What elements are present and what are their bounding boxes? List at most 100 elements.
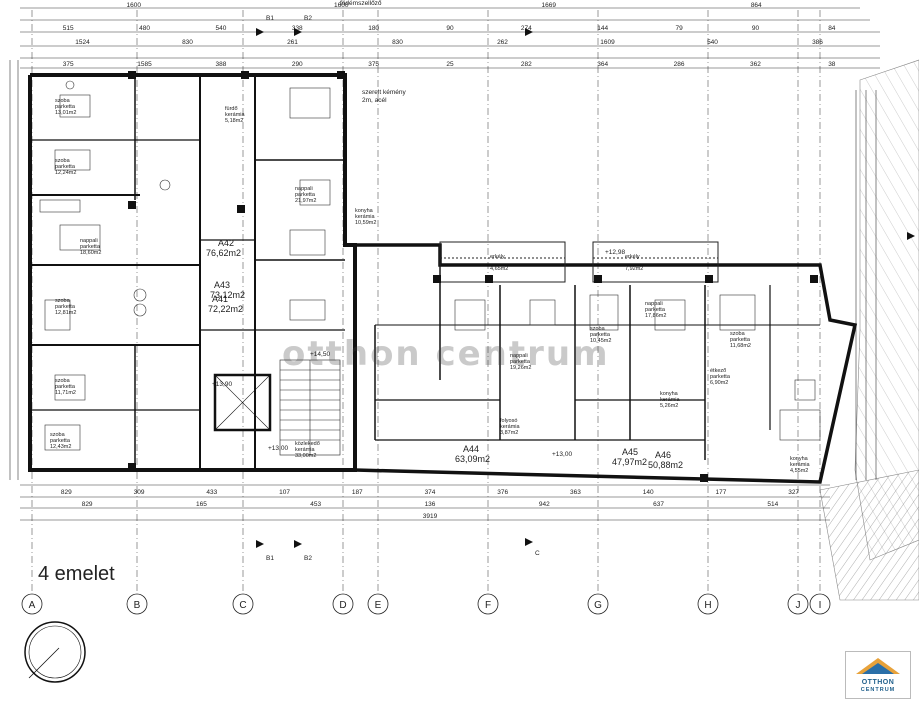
building-walls	[28, 73, 858, 484]
room-area: 6,90m2	[710, 380, 728, 386]
room-labels: szobaparketta13,01m2szobaparketta12,24m2…	[50, 98, 811, 474]
room-floor-type: kerámia	[355, 214, 376, 220]
room-area: 21,97m2	[295, 198, 316, 204]
dimension-value: 388	[215, 61, 226, 68]
left-dimension-lines	[9, 60, 19, 480]
unit-a43-area: 73,12m2	[210, 290, 245, 300]
room-name: szoba	[55, 378, 71, 384]
grid-axis-bubble	[787, 593, 809, 615]
dimension-value: 262	[497, 39, 508, 46]
dimension-value: 433	[206, 489, 217, 496]
room-name: szoba	[730, 331, 746, 337]
dimension-value: 453	[310, 501, 321, 508]
unit-a42-area: 76,62m2	[206, 248, 241, 258]
grid-axis-bubble	[809, 593, 831, 615]
note-ventilation: födémszellőző	[340, 0, 382, 7]
room-floor-type: parketta	[55, 304, 76, 310]
dimension-value: 515	[63, 25, 74, 32]
dimension-value: 165	[196, 501, 207, 508]
dimension-value: 1585	[137, 61, 152, 68]
dimension-value: 290	[292, 61, 303, 68]
grid-axis-label-f: F	[485, 600, 491, 611]
room-name: nappali	[510, 353, 528, 359]
watermark-text: otthon centrum	[282, 334, 610, 374]
room-floor-type: kerámia	[295, 447, 316, 453]
note-steel: 2m, acél	[362, 97, 387, 104]
room-name: konyha	[790, 456, 809, 462]
logo-line2: CENTRUM	[860, 687, 896, 693]
room-area: 4,65m2	[490, 266, 508, 272]
room-floor-type: parketta	[645, 307, 666, 313]
top-dimension-lines	[20, 7, 880, 69]
balconies	[439, 241, 719, 283]
room-area: 17,86m2	[645, 313, 666, 319]
room-floor-type: parketta	[730, 337, 751, 343]
unit-a44-area: 63,09m2	[455, 454, 490, 464]
unit-a44-id: A44	[463, 444, 479, 454]
dimension-value: 187	[352, 489, 363, 496]
grid-axis-bubble	[332, 593, 354, 615]
dimension-value: 38	[828, 61, 836, 68]
room-area: 13,01m2	[55, 110, 76, 116]
unit-a42-id: A42	[218, 238, 234, 248]
dimension-value: 830	[182, 39, 193, 46]
room-name: folyosó	[500, 418, 517, 424]
room-name: étkező	[710, 368, 726, 374]
room-floor-type: parketta	[55, 104, 76, 110]
room-name: szoba	[55, 158, 71, 164]
dimension-value: 90	[446, 25, 454, 32]
grid-axis-bubble	[477, 593, 499, 615]
bottom-dimension-lines	[20, 484, 830, 521]
house-roof-icon	[856, 658, 900, 674]
room-area: 10,59m2	[355, 220, 376, 226]
unit-a43-id: A43	[214, 280, 230, 290]
dimension-value: 286	[674, 61, 685, 68]
room-floor-type: parketta	[710, 374, 731, 380]
room-area: 3,87m2	[500, 430, 518, 436]
dimension-value: 480	[139, 25, 150, 32]
room-area: 12,81m2	[55, 310, 76, 316]
dimension-value: 362	[750, 61, 761, 68]
room-floor-type: kerámia	[790, 462, 811, 468]
grid-axis-label-a: A	[29, 600, 36, 611]
room-area: 12,43m2	[50, 444, 71, 450]
level-mark: +13,90	[212, 381, 232, 388]
room-name: erkély	[625, 254, 640, 260]
level-mark: +13,00	[268, 445, 288, 452]
dimension-value: 136	[425, 501, 436, 508]
grid-axis-label-h: H	[704, 600, 711, 611]
furniture	[39, 80, 821, 451]
section-marker-b1: B1	[266, 15, 274, 22]
grid-axis-bubble	[232, 593, 254, 615]
dimension-value: 830	[392, 39, 403, 46]
dimension-value: 864	[751, 2, 762, 9]
dimension-value: 363	[570, 489, 581, 496]
dimension-value: 375	[368, 61, 379, 68]
dimension-value: 180	[368, 25, 379, 32]
room-area: 5,18m2	[225, 118, 243, 124]
grid-axis-label-j: J	[796, 600, 801, 611]
unit-a41-id: A41	[212, 294, 228, 304]
room-floor-type: kerámia	[500, 424, 521, 430]
dimension-value: 540	[707, 39, 718, 46]
level-mark: +12,98	[605, 249, 625, 256]
grid-axis-label-e: E	[375, 600, 382, 611]
room-area: 33,00m2	[295, 453, 316, 459]
dimension-value: 79	[675, 25, 683, 32]
dimension-value: 177	[715, 489, 726, 496]
dimension-value: 829	[82, 501, 93, 508]
grid-axis-bubble	[697, 593, 719, 615]
unit-a45-area: 47,97m2	[612, 457, 647, 467]
dimension-value: 338	[292, 25, 303, 32]
dimension-value: 374	[425, 489, 436, 496]
section-markers	[256, 28, 915, 548]
unit-a46-area: 50,88m2	[648, 460, 683, 470]
dimension-value: 261	[287, 39, 298, 46]
grid-axis-label-c: C	[239, 600, 246, 611]
room-name: szoba	[55, 298, 71, 304]
room-name: konyha	[355, 208, 374, 214]
dimension-value: 1609	[600, 39, 615, 46]
note-chimney: szerelt kémény	[362, 89, 406, 96]
